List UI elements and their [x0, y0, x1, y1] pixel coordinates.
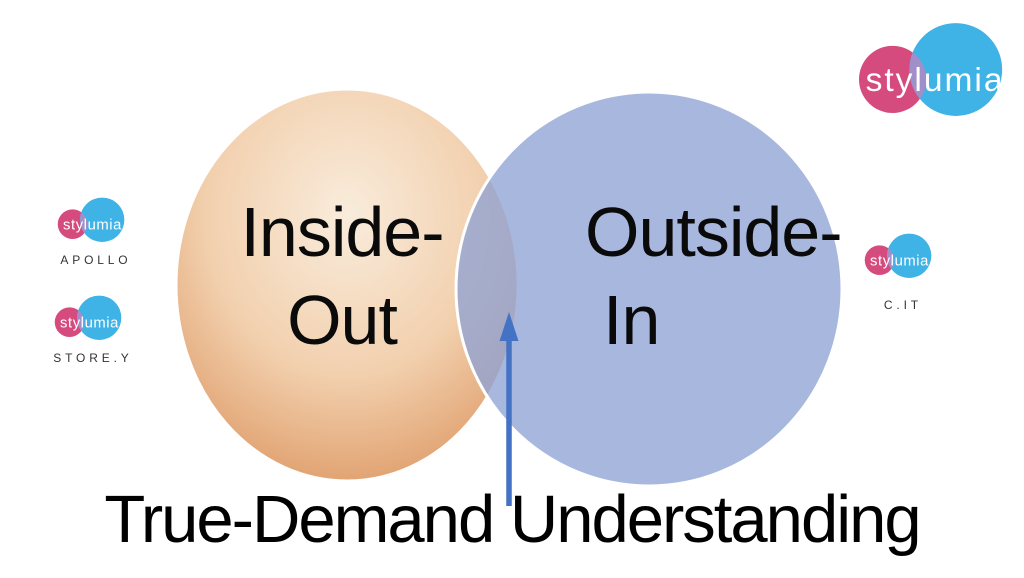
apollo-logo-mark: stylumia: [57, 197, 125, 242]
storey-logo-mark: stylumia: [54, 295, 122, 340]
apollo-caption: APOLLO: [60, 253, 132, 267]
cit-logo: stylumia C.IT: [862, 232, 940, 312]
stylumia-wordmark: stylumia: [870, 253, 929, 269]
outside-in-label-line1: Outside-: [585, 193, 843, 271]
slide-title: True-Demand Understanding: [104, 482, 921, 557]
inside-out-label-line2: Out: [287, 281, 398, 359]
logo-blue-circle: [79, 197, 125, 242]
stylumia-logo: stylumia: [858, 20, 1016, 123]
logo-pink-circle: [858, 45, 927, 113]
stylumia-logo-mark: stylumia: [858, 23, 1005, 116]
logo-blue-circle: [76, 295, 122, 340]
storey-caption: STORE.Y: [53, 351, 133, 365]
logo-pink-circle: [57, 209, 88, 240]
cit-logo-mark: stylumia: [864, 233, 932, 278]
logo-blue-circle: [886, 233, 932, 278]
outside-in-circle: [454, 90, 844, 488]
apollo-logo: stylumia APOLLO: [55, 196, 133, 267]
inside-out-label-line1: Inside-: [240, 193, 444, 271]
outside-in-label: Outside- In: [585, 188, 843, 364]
logo-blue-circle: [909, 23, 1003, 116]
stylumia-wordmark: stylumia: [63, 217, 122, 233]
logo-pink-circle: [864, 245, 895, 276]
stylumia-wordmark: stylumia: [866, 62, 1005, 99]
cit-caption: C.IT: [883, 298, 922, 312]
storey-logo: stylumia STORE.Y: [52, 294, 130, 365]
inside-out-label: Inside- Out: [172, 188, 512, 364]
stylumia-wordmark: stylumia: [60, 315, 119, 331]
logo-pink-circle: [54, 307, 85, 338]
outside-in-label-line2: In: [603, 281, 660, 359]
overlap-arrow-head: [499, 312, 519, 341]
